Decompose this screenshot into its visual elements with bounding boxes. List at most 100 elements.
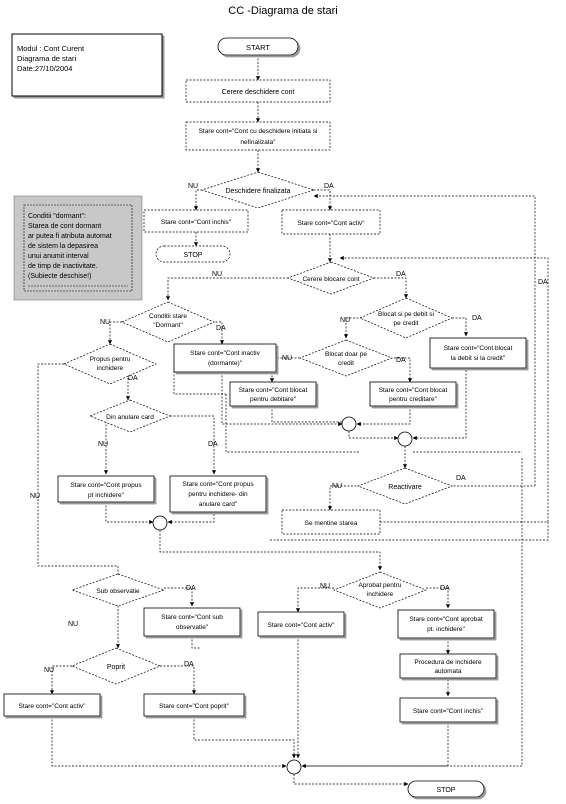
start-terminal: START <box>217 37 299 56</box>
note-line-6: de timp de inactivitate. <box>28 263 98 270</box>
decision-blocat-doar-credit-line1: Blocat doar pe <box>325 351 367 358</box>
node-cont-activ-2-text: Stare cont="Cont activ" <box>268 622 336 629</box>
node-cerere-deschidere: Cerere deschidere cont <box>185 79 331 103</box>
node-cont-blocat-debit-credit-line1: Stare cont="Cont blocat <box>444 345 513 352</box>
label-nu-blocat-debit: NU <box>340 317 350 324</box>
label-nu-deschidere: NU <box>188 183 198 190</box>
label-da-blocat-doar: DA <box>396 357 406 364</box>
decision-blocat-debit-credit-line2: pe credit <box>394 320 419 327</box>
junction-circle-4 <box>286 759 302 775</box>
node-cont-activ-1-text: Stare cont="Cont activ" <box>298 220 366 227</box>
node-cont-blocat-debit-credit-line2: la debit si la credit" <box>451 355 506 362</box>
label-nu-poprit: NU <box>44 667 54 674</box>
connectors <box>37 55 549 787</box>
label-nu-anulare: NU <box>98 441 108 448</box>
node-cont-blocat-creditare-line2: pentru creditare" <box>389 396 438 403</box>
node-propus-din-anulare-line2: pentru inchidere- din <box>188 491 248 498</box>
label-nu-blocare: NU <box>212 271 222 278</box>
node-cont-blocat-debitare: Stare cont="Cont blocat pentru debitare" <box>229 381 317 407</box>
node-cont-blocat-debitare-line1: Stare cont="Cont blocat <box>239 387 308 394</box>
decision-blocat-debit-credit-line1: Blocat si pe debit si <box>378 311 434 318</box>
decision-cerere-blocare: Cerere blocare cont <box>286 261 376 295</box>
label-nu-sub-observatie: NU <box>68 621 78 628</box>
label-da-aprobat: DA <box>440 585 450 592</box>
decision-reactivare: Reactivare <box>357 467 453 505</box>
label-da-reactivare: DA <box>456 475 466 482</box>
stop-1-label: STOP <box>184 252 203 259</box>
decision-cerere-blocare-text: Cerere blocare cont <box>302 276 359 283</box>
node-cont-sub-observatie-line2: observatie" <box>176 624 209 631</box>
node-stare-initiata: Stare cont="Cont cu deschidere initiata … <box>185 121 331 151</box>
node-se-mentine: Se mentine starea <box>281 509 381 535</box>
decision-conditii-dormant-line1: Conditii stare <box>149 313 187 320</box>
node-procedura-inchidere-line1: Procedura de inchidere <box>414 659 482 666</box>
decision-poprit: Poprit <box>71 647 161 685</box>
decision-sub-observatie: Sub observatie <box>70 573 166 607</box>
node-cont-inchis-1-text: Stare cont="Cont inchis" <box>161 219 232 226</box>
note-line-4: de sistem la depasirea <box>28 243 98 250</box>
decision-conditii-dormant-line2: "Dormant" <box>153 322 183 329</box>
decision-deschidere-finalizata: Deschidere finalizata <box>200 171 316 209</box>
node-cont-inchis-1: Stare cont="Cont inchis" <box>143 209 249 233</box>
header-line-diagram: Diagrama de stari <box>17 54 77 63</box>
node-propus-din-anulare-line1: Stare cont="Cont propus <box>182 481 254 488</box>
dormant-note: Conditii "dormant": Starea de cont dorma… <box>13 195 143 301</box>
note-line-3: ar putea fi atributa automat <box>28 233 112 240</box>
stop-terminal-2: STOP <box>407 780 485 798</box>
node-cont-blocat-debitare-line2: pentru debitare" <box>250 396 297 403</box>
label-da-anulare: DA <box>208 441 218 448</box>
stop-terminal-1: STOP <box>155 245 231 263</box>
stop-2-label: STOP <box>437 787 456 794</box>
decision-poprit-text: Poprit <box>107 664 125 671</box>
node-cont-aprobat: Stare cont="Cont aprobat pt. inchidere" <box>397 609 495 639</box>
node-cont-inactiv: Stare cont="Cont inactiv (dormante)" <box>173 343 277 373</box>
header-box: Modul : Cont Curent Diagrama de stari Da… <box>11 33 163 97</box>
label-da-conditii: DA <box>216 325 226 332</box>
decision-propus-inchidere: Propus pentru inchidere <box>63 343 157 385</box>
label-nu-aprobat: NU <box>320 583 330 590</box>
decision-sub-observatie-text: Sub observatie <box>96 588 140 595</box>
node-cerere-deschidere-text: Cerere deschidere cont <box>222 89 295 96</box>
decision-reactivare-text: Reactivare <box>388 484 422 491</box>
node-cont-inactiv-line1: Stare cont="Cont inactiv <box>190 350 260 357</box>
decision-propus-inchidere-line1: Propus pentru <box>90 356 131 363</box>
node-cont-inchis-2-text: Stare cont="Cont inchis" <box>413 708 484 715</box>
node-cont-activ-1: Stare cont="Cont activ" <box>281 209 381 235</box>
note-line-2: Starea de cont dormant <box>28 223 101 230</box>
label-da-deschidere: DA <box>324 183 334 190</box>
decision-din-anulare-card: Din anulare card <box>89 399 171 433</box>
node-propus-pt-inchidere: Stare cont="Cont propus pt inchidere" <box>57 475 155 503</box>
note-line-7: (Subiecte deschise!) <box>28 273 91 280</box>
decision-din-anulare-card-text: Din anulare card <box>106 414 154 421</box>
label-nu-conditii: NU <box>100 319 110 326</box>
note-line-1: Conditii "dormant": <box>28 213 86 220</box>
start-label: START <box>246 43 270 52</box>
node-propus-pt-inchidere-line2: pt inchidere" <box>88 492 125 499</box>
node-propus-pt-inchidere-line1: Stare cont="Cont propus <box>70 482 142 489</box>
decision-conditii-dormant: Conditii stare "Dormant" <box>121 301 215 343</box>
label-nu-propus: NU <box>30 493 40 500</box>
node-cont-sub-observatie: Stare cont="Cont sub observatie" <box>143 607 241 637</box>
label-nu-blocat-doar: NU <box>282 355 292 362</box>
label-nu-reactivare: NU <box>332 483 342 490</box>
node-procedura-inchidere: Procedura de inchidere automata <box>399 653 497 679</box>
junction-circle-2 <box>397 431 413 447</box>
node-cont-poprit-text: Stare cont="Cont poprit" <box>159 703 230 710</box>
label-da-poprit: DA <box>184 661 194 668</box>
node-propus-din-anulare-line3: anulare card" <box>199 501 238 508</box>
decision-blocat-debit-credit: Blocat si pe debit si pe credit <box>359 297 453 339</box>
node-cont-sub-observatie-line1: Stare cont="Cont sub <box>161 614 223 621</box>
decision-blocat-doar-credit-line2: credit <box>338 360 354 367</box>
label-da-propus: DA <box>128 375 138 382</box>
note-line-5: unui anumit interval <box>28 253 89 260</box>
node-cont-blocat-creditare-line1: Stare cont="Cont blocat <box>379 387 448 394</box>
node-cont-aprobat-line2: pt. inchidere" <box>427 626 465 633</box>
node-se-mentine-text: Se mentine starea <box>305 520 358 527</box>
header-line-date: Date:27/10/2004 <box>17 64 72 73</box>
decision-blocat-doar-credit: Blocat doar pe credit <box>299 339 393 377</box>
node-procedura-inchidere-line2: automata <box>434 668 461 675</box>
decision-deschidere-finalizata-text: Deschidere finalizata <box>226 188 291 195</box>
header-line-module: Modul : Cont Curent <box>17 44 85 53</box>
node-cont-poprit: Stare cont="Cont poprit" <box>143 693 245 717</box>
